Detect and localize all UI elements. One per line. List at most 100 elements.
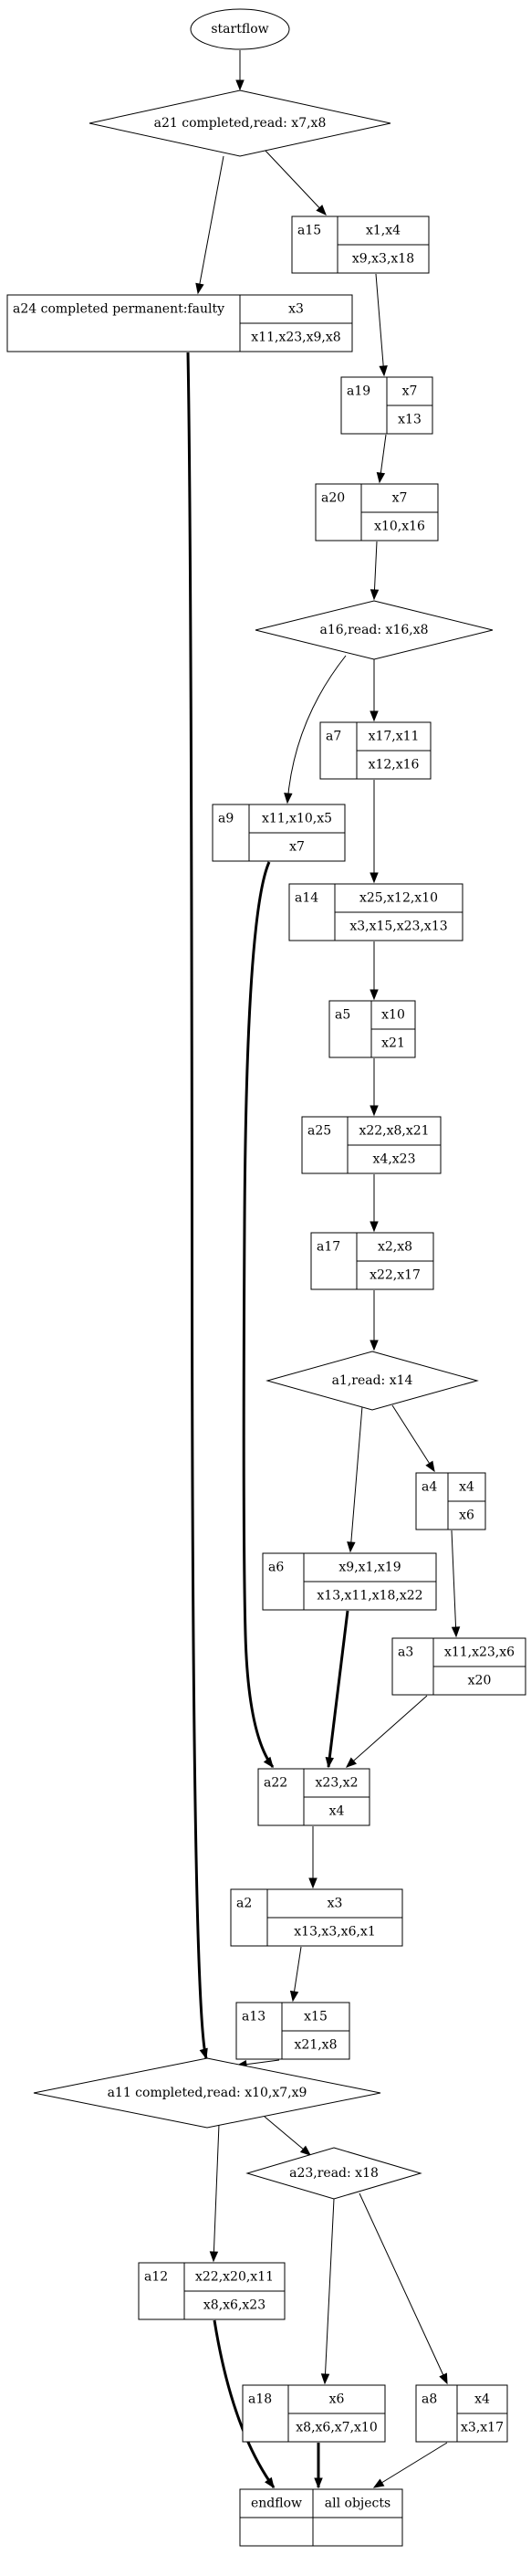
- edge-line: [451, 1530, 457, 1637]
- record-bottom-vars: x4: [329, 1804, 345, 1819]
- edges-layer: [186, 50, 461, 2489]
- record-top-vars: x15: [304, 2010, 328, 2024]
- record-id: a24 completed permanent:faulty: [13, 302, 224, 317]
- node-a23: a23,read: x18: [245, 2147, 422, 2200]
- record-top-vars: x3: [288, 302, 304, 317]
- record-top-vars: x7: [402, 384, 418, 399]
- edge-line: [213, 2319, 276, 2488]
- record-top-vars: x11,x10,x5: [262, 812, 332, 826]
- arrowhead: [370, 1340, 379, 1351]
- edge-a15-a19: [375, 273, 388, 377]
- record-top-vars: all objects: [325, 2497, 390, 2511]
- record-top-vars: x4: [459, 1480, 474, 1495]
- record-top-vars: x25,x12,x10: [359, 891, 438, 906]
- edge-a12-end: [213, 2319, 276, 2489]
- decision-diamond: [255, 600, 494, 660]
- record-id: a25: [307, 1124, 331, 1139]
- arrowhead: [370, 989, 379, 1001]
- edge-a11-a23: [264, 2116, 312, 2156]
- edge-a7-a14: [370, 780, 379, 884]
- arrowhead: [299, 2145, 312, 2156]
- edge-a23-a18: [320, 2198, 335, 2385]
- edge-line: [359, 2192, 448, 2384]
- edge-line: [327, 1610, 349, 1768]
- edge-a3-a22: [345, 1695, 428, 1768]
- node-a19: a19 x7 x13: [340, 376, 433, 435]
- edge-line: [375, 273, 385, 376]
- record-top-vars: x11,x23,x6: [444, 1645, 515, 1660]
- edge-line: [373, 2442, 448, 2488]
- record-top-vars: x6: [329, 2392, 345, 2407]
- decision-label: a21 completed,read: x7,x8: [154, 116, 327, 131]
- edge-a9-a22: [242, 861, 275, 1769]
- arrowhead: [370, 1105, 379, 1117]
- edge-a6-a22: [325, 1610, 349, 1769]
- record-id: a19: [347, 384, 370, 399]
- edge-line: [391, 1404, 435, 1472]
- arrowhead: [376, 471, 386, 484]
- edge-a18-end: [314, 2443, 323, 2489]
- arrowhead: [439, 2372, 448, 2385]
- node-a4: a4 x4 x6: [415, 1472, 486, 1530]
- record-id: a9: [218, 812, 234, 826]
- node-start: startflow: [190, 8, 290, 50]
- arrowhead: [308, 1877, 318, 1889]
- edge-a4-a3: [451, 1530, 461, 1638]
- record-top-vars: x3: [328, 1897, 343, 1911]
- record-bottom-vars: x7: [289, 840, 305, 855]
- record-id: a18: [248, 2392, 272, 2407]
- edge-a5-a25: [370, 1058, 379, 1117]
- decision-diamond: [266, 1351, 479, 1411]
- edge-line: [286, 655, 347, 804]
- record-bottom-vars: x3,x15,x23,x13: [349, 920, 447, 934]
- edge-line: [349, 1405, 363, 1552]
- record-bottom-vars: x13: [398, 413, 422, 427]
- decision-diamond: [245, 2147, 422, 2200]
- start-label: startflow: [211, 22, 268, 37]
- record-id: a5: [335, 1008, 350, 1023]
- edge-line: [213, 2123, 220, 2262]
- record-top-vars: x1,x4: [366, 224, 401, 238]
- node-a9: a9 x11,x10,x5 x7: [212, 804, 346, 862]
- edge-a20-a16: [370, 541, 380, 601]
- node-a16: a16,read: x16,x8: [255, 600, 494, 660]
- edge-a8-end: [372, 2442, 448, 2488]
- record-id: a22: [264, 1776, 287, 1791]
- edge-a21-a24: [195, 155, 224, 295]
- edge-line: [197, 155, 224, 294]
- record-top-vars: x9,x1,x19: [338, 1561, 401, 1575]
- edge-a1-a4: [391, 1404, 435, 1473]
- edge-a17-a1: [370, 1290, 379, 1351]
- record-bottom-vars: x13,x11,x18,x22: [317, 1589, 422, 1603]
- arrowhead: [265, 2476, 275, 2489]
- arrowhead: [370, 589, 380, 601]
- arrowhead: [263, 1756, 274, 1769]
- arrowhead: [370, 710, 379, 722]
- record-id: a4: [422, 1480, 437, 1495]
- record-top-vars: x22,x20,x11: [195, 2270, 274, 2285]
- edge-a25-a17: [370, 1174, 379, 1233]
- record-top-vars: x4: [474, 2392, 490, 2407]
- arrowhead: [320, 2373, 330, 2385]
- record-bottom-vars: x21: [381, 1036, 405, 1051]
- record-bottom-vars: x4,x23: [373, 1152, 416, 1167]
- record-bottom-vars: x6: [459, 1509, 474, 1523]
- record-id: a8: [422, 2392, 437, 2407]
- arrowhead: [289, 1990, 299, 2003]
